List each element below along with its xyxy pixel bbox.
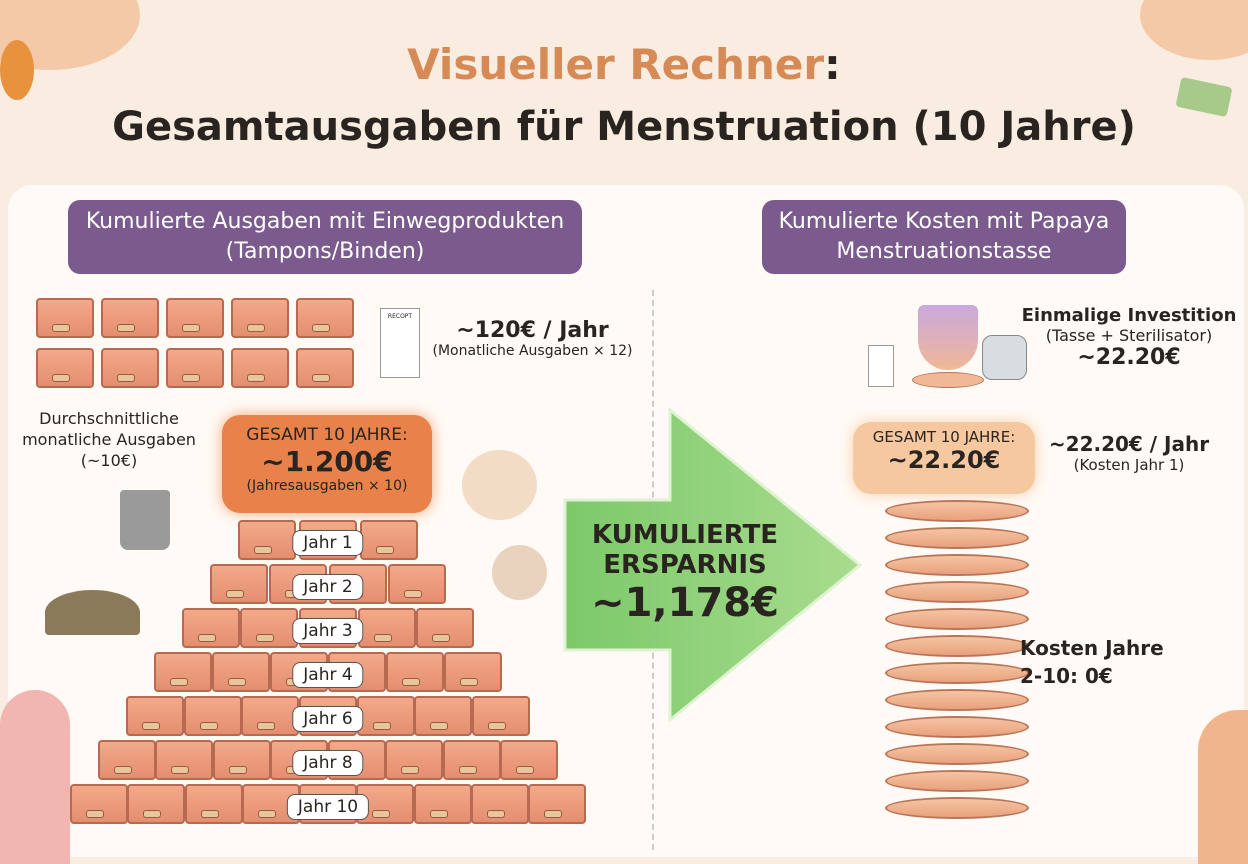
monthly-value: (~10€) [80, 451, 138, 470]
sterilizer-icon [982, 335, 1027, 380]
right-total-value: ~22.20€ [887, 446, 1001, 474]
waste-pile-icon [45, 590, 140, 635]
receipt-icon-right [868, 345, 894, 387]
product-box [500, 740, 559, 780]
product-box [101, 298, 159, 338]
title-line1: Visueller Rechner: [407, 40, 841, 89]
coin [885, 797, 1029, 819]
product-box [181, 608, 240, 648]
monthly-label: Durchschnittliche monatliche Ausgaben [22, 409, 196, 449]
invest-value: ~22.20€ [1077, 345, 1181, 370]
product-box [166, 298, 224, 338]
product-box [296, 298, 354, 338]
year-label: Jahr 3 [292, 618, 364, 644]
product-box [444, 652, 503, 692]
year-label: Jahr 4 [292, 662, 364, 688]
product-box [385, 740, 444, 780]
money-bag-icon [492, 545, 547, 600]
product-box [231, 348, 289, 388]
coin [885, 581, 1029, 603]
arrow-value: ~1,178€ [591, 580, 779, 626]
cup-stand [912, 372, 984, 388]
arrow-line2: ERSPARNIS [603, 550, 767, 580]
invest-label: Einmalige Investition [1021, 305, 1237, 326]
right-yearly: ~22.20€ / Jahr [1048, 432, 1210, 456]
coin [885, 743, 1029, 765]
product-box [101, 348, 159, 388]
tshirt-icon [462, 450, 537, 520]
right-total-bubble: GESAMT 10 JAHRE: ~22.20€ [853, 422, 1035, 494]
product-box [241, 696, 300, 736]
papaya-icon [0, 40, 34, 100]
product-box [357, 608, 416, 648]
later-cost: Kosten Jahre 2-10: 0€ [1020, 636, 1164, 688]
product-box [470, 784, 529, 824]
trash-icon [120, 490, 170, 550]
right-total-label: GESAMT 10 JAHRE: [872, 428, 1016, 446]
product-box [416, 608, 475, 648]
product-box [70, 784, 128, 824]
arrow-line1: KUMULIERTE [591, 520, 779, 550]
product-box [184, 784, 243, 824]
left-total-value: ~1.200€ [261, 445, 393, 478]
product-box [155, 740, 214, 780]
year-label: Jahr 10 [286, 794, 370, 820]
product-box [528, 784, 586, 824]
menstrual-cup-icon [918, 305, 978, 370]
product-box [212, 740, 271, 780]
coin [885, 500, 1029, 522]
coin [885, 635, 1029, 657]
product-box [97, 740, 156, 780]
coin [885, 716, 1029, 738]
pyramid: Jahr 1 Jahr 2 Jahr 3 Jahr 4 Jahr 6 Jahr 8 Jahr… [70, 518, 586, 830]
product-box [356, 696, 415, 736]
right-yearly-note: (Kosten Jahr 1) [1073, 456, 1185, 474]
product-box [209, 564, 268, 604]
product-box [413, 784, 472, 824]
product-box [153, 652, 212, 692]
product-box [166, 348, 224, 388]
product-box [240, 608, 299, 648]
coin [885, 608, 1029, 630]
year-label: Jahr 2 [292, 574, 364, 600]
title-line2: Gesamtausgaben für Menstruation (10 Jahr… [112, 104, 1136, 150]
left-header: Kumulierte Ausgaben mit Einwegprodukten … [68, 200, 582, 274]
left-yearly: ~120€ / Jahr [456, 318, 609, 343]
product-box [296, 348, 354, 388]
savings-arrow [563, 406, 863, 724]
coin [885, 662, 1029, 684]
product-box [36, 298, 94, 338]
coin [885, 770, 1029, 792]
year-label: Jahr 8 [292, 750, 364, 776]
product-box [388, 564, 447, 604]
product-box [127, 784, 186, 824]
coin [885, 527, 1029, 549]
invest-note: (Tasse + Sterilisator) [1045, 326, 1213, 345]
product-box [36, 348, 94, 388]
product-box [360, 520, 419, 560]
right-header: Kumulierte Kosten mit Papaya Menstruatio… [762, 200, 1126, 274]
receipt-icon: RECOPT [380, 308, 420, 378]
coin [885, 554, 1029, 576]
coin [885, 689, 1029, 711]
product-box [231, 298, 289, 338]
left-total-bubble: GESAMT 10 JAHRE: ~1.200€ (Jahresausgaben… [222, 415, 432, 513]
person-right [1198, 710, 1248, 864]
product-box [472, 696, 531, 736]
person-left [0, 690, 70, 864]
left-total-note: (Jahresausgaben × 10) [246, 478, 408, 494]
left-total-label: GESAMT 10 JAHRE: [246, 425, 408, 445]
product-box [386, 652, 445, 692]
year-label: Jahr 6 [292, 706, 364, 732]
left-yearly-note: (Monatliche Ausgaben × 12) [432, 343, 633, 359]
product-box [442, 740, 501, 780]
product-box [211, 652, 270, 692]
product-box [183, 696, 242, 736]
year-label: Jahr 1 [292, 530, 364, 556]
product-box [125, 696, 184, 736]
product-box [414, 696, 473, 736]
product-box [237, 520, 296, 560]
